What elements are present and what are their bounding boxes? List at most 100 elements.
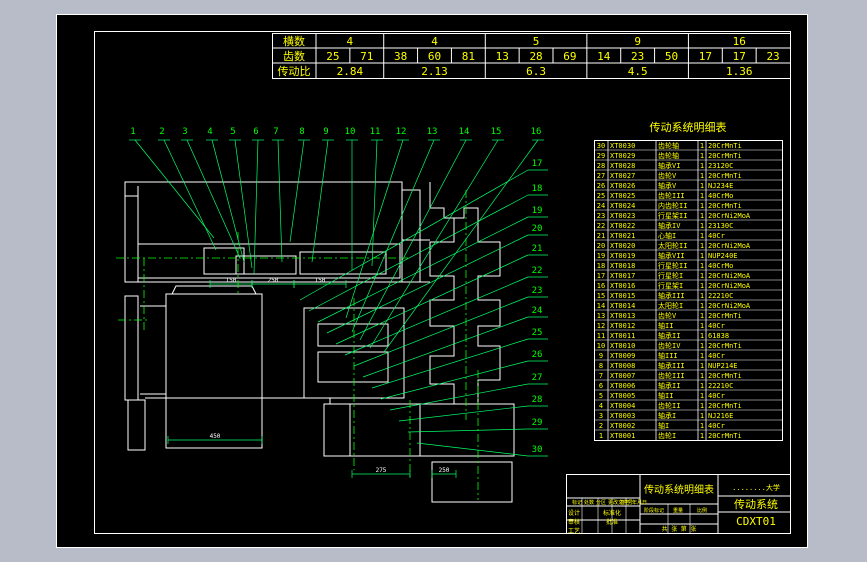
parts-material: 20CrMnTi [708,312,742,320]
callout-label-top: 12 [396,127,407,137]
parts-name: 齿轮轴 [658,151,679,160]
parts-code: XT0015 [610,292,635,300]
parts-no: 21 [597,232,605,240]
title-block-std: 标准化 [603,509,621,517]
callout-label-top: 9 [323,127,328,137]
parts-code: XT0012 [610,322,635,330]
parts-no: 5 [599,392,603,400]
left-flange [124,295,146,451]
parts-name: 轴承VI [658,161,680,170]
parts-code: XT0005 [610,392,635,400]
parts-no: 18 [597,262,605,270]
ratio-value: 2.13 [421,65,448,78]
parts-code: XT0030 [610,142,635,150]
callout-leader [234,139,253,269]
callout-leader [345,139,404,319]
title-block: ........大学传动系统明细表传动系统CDXT01标记处数分区更改文件号签名… [566,474,791,535]
callout-label-right: 26 [532,350,543,360]
parts-material: 20CrNi2MoA [708,212,751,220]
parts-no: 9 [599,352,603,360]
parts-code: XT0013 [610,312,635,320]
motor-base [165,397,263,449]
parts-qty: 1 [700,212,704,220]
parts-name: 齿轮II [658,401,680,410]
title-block-field: 阶段标记 [644,507,664,514]
callout-leader [362,316,529,378]
ratio-teeth-value: 17 [733,50,746,63]
sheet-border-inner [94,31,791,534]
ratio-teeth-value: 23 [631,50,644,63]
callout-leader [398,405,529,422]
callout-leader [369,139,499,349]
callout-label-right: 30 [532,445,543,455]
gear-block-c [299,251,387,275]
parts-code: XT0008 [610,362,635,370]
callout-label-top: 8 [299,127,304,137]
parts-code: XT0024 [610,202,635,210]
parts-no: 3 [599,412,603,420]
callout-leader [299,169,529,301]
parts-no: 6 [599,382,603,390]
ratio-teeth-value: 38 [394,50,407,63]
parts-name: 齿轮轴 [658,141,679,150]
callout-label-top: 6 [253,127,258,137]
parts-qty: 1 [700,172,704,180]
parts-name: 齿轮I [658,431,676,440]
parts-qty: 1 [700,372,704,380]
parts-code: XT0016 [610,282,635,290]
callout-label-right: 19 [532,206,543,216]
ratio-row-header: 齿数 [283,50,305,63]
dimension-label: 150 [315,277,326,284]
ratio-teeth-value: 81 [462,50,475,63]
ratio-module-value: 4 [431,35,438,48]
parts-qty: 1 [700,312,704,320]
drawing-code: CDXT01 [736,515,776,528]
parts-material: NUP214E [708,362,738,370]
parts-qty: 1 [700,152,704,160]
parts-qty: 1 [700,182,704,190]
parts-name: 齿轮III [658,371,685,380]
parts-material: 20CrMnTi [708,432,742,440]
output-split [349,404,421,456]
parts-code: XT0006 [610,382,635,390]
callout-leader [211,139,245,263]
parts-no: 12 [597,322,605,330]
parts-qty: 1 [700,302,704,310]
parts-qty: 1 [700,262,704,270]
parts-code: XT0011 [610,332,635,340]
parts-no: 2 [599,422,603,430]
callout-label-top: 2 [159,127,164,137]
parts-material: 20CrNi2MoA [708,282,751,290]
parts-name: 轴承II [658,381,680,390]
parts-code: XT0018 [610,262,635,270]
parts-no: 7 [599,372,603,380]
callout-leader [326,234,529,334]
parts-no: 30 [597,142,605,150]
parts-material: 23130C [708,222,733,230]
callout-label-right: 22 [532,266,543,276]
parts-code: XT0010 [610,342,635,350]
parts-name: 心轴I [658,231,676,240]
parts-qty: 1 [700,392,704,400]
dimension-label: 275 [376,467,387,474]
parts-code: XT0020 [610,242,635,250]
title-block-role: 审核 [568,518,580,526]
callout-leader [371,338,529,389]
ratio-value: 2.84 [337,65,364,78]
parts-qty: 1 [700,162,704,170]
ratio-teeth-value: 14 [597,50,611,63]
title-block-header-cell: 标记 [572,499,582,506]
parts-material: 61838 [708,332,729,340]
parts-name: 轴承II [658,331,680,340]
parts-name: 太阳轮I [658,301,683,310]
parts-qty: 1 [700,252,704,260]
parts-material: NJ234E [708,182,733,190]
ratio-row-header: 横数 [283,34,305,48]
dimension-label: 450 [210,433,221,440]
callout-label-top: 13 [427,127,438,137]
shaft-upper-block [137,243,401,279]
title-block-header-cell: 处数 [584,499,594,506]
